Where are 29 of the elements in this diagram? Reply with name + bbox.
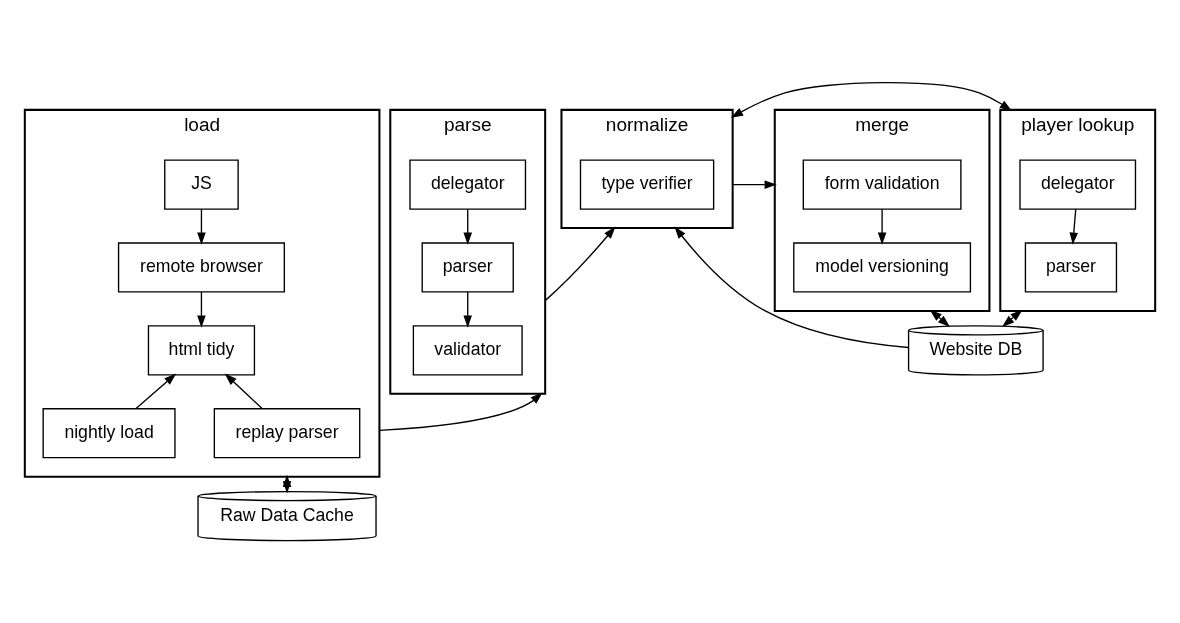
arrow [378, 392, 543, 431]
arrow [730, 81, 1012, 118]
arrow [224, 373, 263, 410]
arrow [929, 309, 951, 327]
node-box: nightly load [42, 408, 176, 459]
arrow [544, 226, 616, 302]
arrow [1002, 309, 1023, 327]
node-box: validator [412, 325, 523, 376]
arrow [1069, 208, 1079, 245]
node-box: form validation [802, 159, 962, 210]
arrow [282, 474, 292, 494]
node-box: delegator [409, 159, 527, 210]
node-box: model versioning [793, 242, 972, 293]
arrow [674, 226, 909, 349]
node-box: delegator [1019, 159, 1137, 210]
arrow [463, 291, 472, 328]
arrow [135, 373, 177, 410]
node-box: replay parser [213, 408, 361, 459]
arrow [197, 291, 206, 328]
node-box: parser [1024, 242, 1118, 293]
node-box: html tidy [147, 325, 256, 376]
arrow [731, 180, 777, 189]
arrow [463, 208, 472, 245]
node-box: JS [164, 159, 239, 210]
arrow [877, 208, 887, 245]
arrow [197, 208, 206, 245]
node-box: parser [421, 242, 514, 293]
node-box: type verifier [579, 159, 715, 210]
node-box: remote browser [117, 242, 285, 293]
